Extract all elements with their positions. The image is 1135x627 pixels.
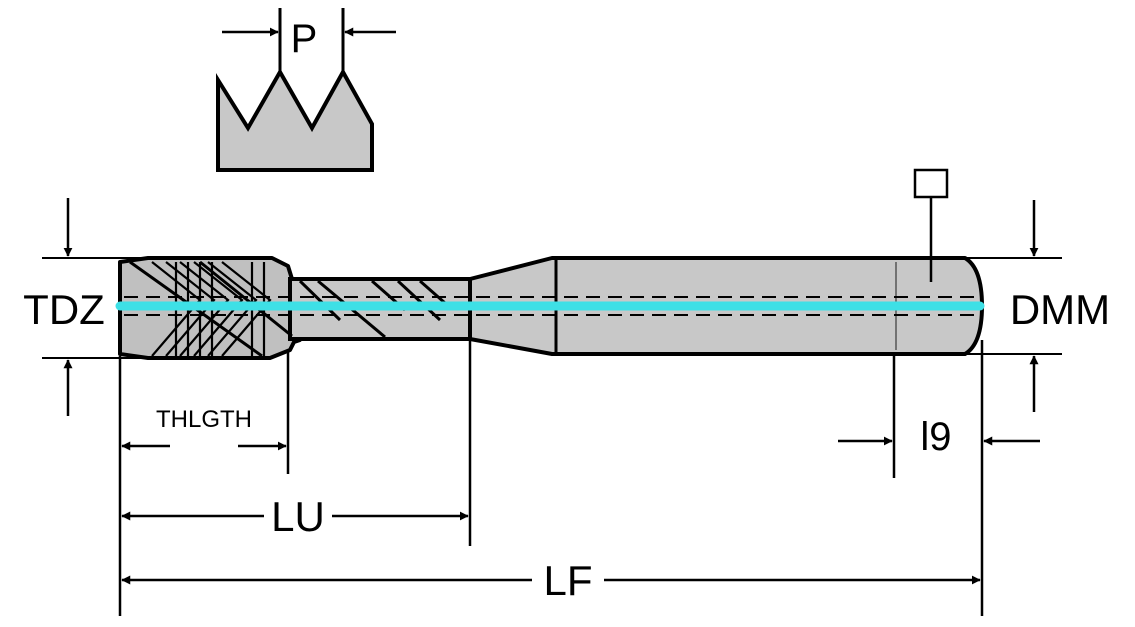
tdz-label: TDZ xyxy=(23,286,105,333)
square-icon xyxy=(913,168,949,199)
thlgth-dimension: THLGTH xyxy=(121,406,287,451)
lf-dimension: LF xyxy=(121,557,981,604)
thlgth-label: THLGTH xyxy=(156,406,252,433)
thread-profile-shape xyxy=(216,67,374,172)
thread-profile-inset: P xyxy=(216,8,396,172)
dmm-label: DMM xyxy=(1010,286,1110,333)
lf-label: LF xyxy=(543,557,592,604)
l9-label: l9 xyxy=(920,415,951,459)
tap-body xyxy=(115,256,985,360)
square-drive-marker xyxy=(913,168,949,282)
pitch-label: P xyxy=(291,17,318,61)
lu-label: LU xyxy=(271,493,325,540)
lu-dimension: LU xyxy=(121,493,469,540)
tdz-dimension: TDZ xyxy=(23,198,150,416)
dmm-dimension: DMM xyxy=(960,200,1110,412)
l9-dimension: l9 xyxy=(838,415,1040,459)
